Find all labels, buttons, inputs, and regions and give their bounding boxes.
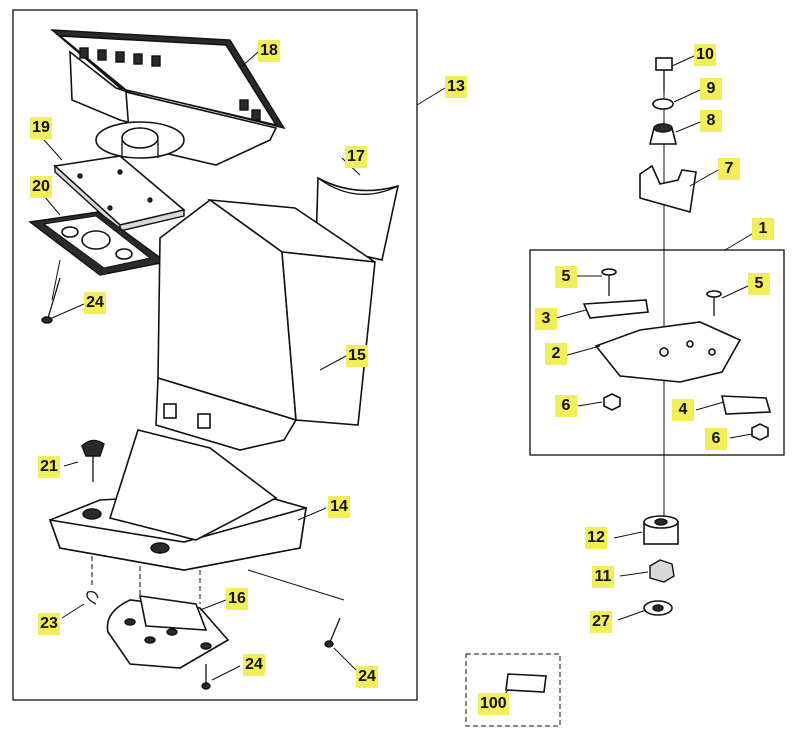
callout-24a: 24 xyxy=(84,292,106,314)
part-9-washer xyxy=(652,98,674,110)
callout-4: 4 xyxy=(672,399,694,421)
callout-100: 100 xyxy=(478,693,509,715)
callout-13: 13 xyxy=(445,76,467,98)
callout-24c: 24 xyxy=(356,666,378,688)
callout-15: 15 xyxy=(346,345,368,367)
part-14-base xyxy=(48,429,307,571)
part-20-gasket xyxy=(28,211,168,276)
assembly-1-frame xyxy=(529,249,785,456)
part-2-plate xyxy=(594,321,742,383)
callout-21: 21 xyxy=(38,456,60,478)
part-24-bolt-b xyxy=(201,664,211,690)
callout-5b: 5 xyxy=(748,273,770,295)
part-10-bolt xyxy=(655,57,673,92)
part-16-bottom-plate xyxy=(106,566,230,669)
part-7-bracket xyxy=(639,164,697,214)
callout-6b: 6 xyxy=(705,428,727,450)
part-23-clip xyxy=(86,556,99,605)
callout-5a: 5 xyxy=(555,266,577,288)
callout-2: 2 xyxy=(545,343,567,365)
callout-7: 7 xyxy=(718,158,740,180)
assembly-13-frame xyxy=(12,9,418,701)
part-5-screw-b xyxy=(706,290,722,316)
callout-10: 10 xyxy=(694,44,716,66)
callout-9: 9 xyxy=(700,78,722,100)
callout-17: 17 xyxy=(345,146,367,168)
callout-24b: 24 xyxy=(243,654,265,676)
part-24-bolt-a xyxy=(41,277,61,324)
part-6-nut-b xyxy=(751,423,769,441)
callout-16: 16 xyxy=(226,588,248,610)
part-100-label-sticker xyxy=(505,673,547,693)
part-21-knob xyxy=(81,439,105,482)
part-5-screw-a xyxy=(601,268,617,296)
callout-1: 1 xyxy=(752,218,774,240)
callout-23: 23 xyxy=(38,613,60,635)
part-4-clip xyxy=(720,395,772,415)
callout-20: 20 xyxy=(30,176,52,198)
callout-27: 27 xyxy=(590,611,612,633)
part-24-bolt-c xyxy=(247,569,345,648)
callout-14: 14 xyxy=(328,496,350,518)
callout-8: 8 xyxy=(700,110,722,132)
callout-18: 18 xyxy=(258,40,280,62)
callout-19: 19 xyxy=(30,117,52,139)
part-100-frame xyxy=(465,653,561,727)
part-11-nut xyxy=(649,559,675,583)
part-15-chute xyxy=(155,198,376,451)
part-19-plate xyxy=(53,155,186,233)
callout-12: 12 xyxy=(585,527,607,549)
callout-3: 3 xyxy=(535,308,557,330)
part-18-control-box xyxy=(49,29,286,166)
part-6-nut-a xyxy=(603,393,621,411)
part-3-strip xyxy=(582,299,649,319)
callout-6a: 6 xyxy=(555,395,577,417)
callout-11: 11 xyxy=(592,566,614,588)
part-8-spacer xyxy=(648,123,678,145)
part-12-hub xyxy=(643,515,679,545)
